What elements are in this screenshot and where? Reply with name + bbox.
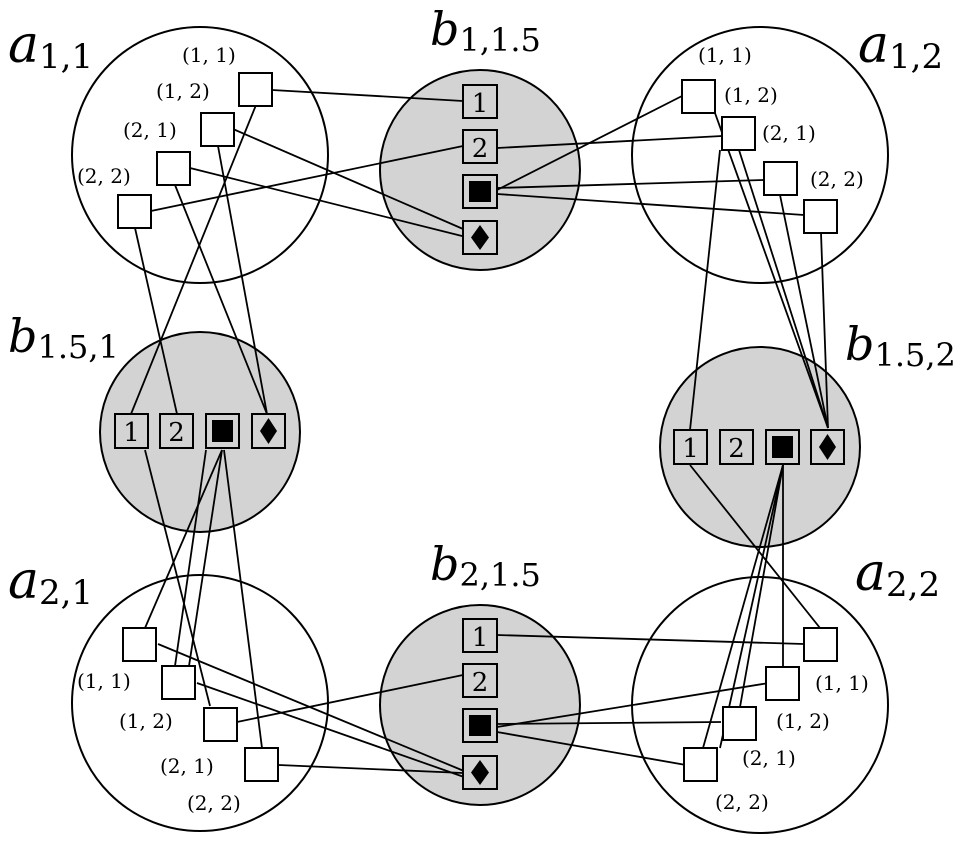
node-label-b-1-15: b1,1.5 <box>430 2 541 59</box>
node-label-b-15-1: b1.5,1 <box>8 309 119 366</box>
slot-box <box>114 413 149 449</box>
slot-box <box>462 84 498 119</box>
box-a11-21 <box>156 151 191 186</box>
box-a12-11 <box>681 79 716 114</box>
coord-labels-a12: (1, 1) (1, 2) (2, 1) (2, 2) <box>698 43 864 191</box>
filled-square-icon <box>469 715 491 736</box>
coord-label: (1, 2) <box>776 709 830 733</box>
slot-label-1: 1 <box>682 434 699 464</box>
filled-diamond-icon <box>471 225 489 250</box>
box-a12-22 <box>803 199 838 234</box>
node-label-a11: a1,1 <box>8 15 93 77</box>
box-a22-11 <box>803 627 838 662</box>
slot-label-1: 1 <box>472 89 489 119</box>
connection-lines <box>130 89 829 778</box>
box-a11-11 <box>238 72 273 107</box>
coord-labels-a22: (1, 1) (1, 2) (2, 1) (2, 2) <box>715 671 869 814</box>
slot-label-2: 2 <box>168 418 185 448</box>
boxes-a22 <box>683 627 838 782</box>
coord-label: (1, 2) <box>724 83 778 107</box>
coord-label: (2, 1) <box>160 754 214 778</box>
coord-label: (2, 2) <box>77 164 131 188</box>
boxes-a12 <box>681 79 838 234</box>
box-a21-11 <box>122 627 157 662</box>
box-a12-12 <box>721 116 756 151</box>
circle-b-2-15 <box>379 604 581 806</box>
box-a11-12 <box>200 112 235 147</box>
filled-square-icon <box>772 436 793 458</box>
slot-label-2: 2 <box>728 434 745 464</box>
boxes-a21 <box>122 627 279 782</box>
circle-a12 <box>631 26 889 284</box>
box-a22-12 <box>765 666 800 701</box>
boxes-a11 <box>117 72 273 229</box>
filled-diamond-icon <box>819 434 836 460</box>
circle-b-15-1 <box>99 331 301 533</box>
slot-box <box>159 413 194 449</box>
coord-label: (1, 2) <box>156 79 210 103</box>
coord-label: (2, 2) <box>715 790 769 814</box>
slot-label-2: 2 <box>472 668 489 698</box>
box-a22-21 <box>722 706 757 741</box>
box-a21-21 <box>203 707 238 742</box>
filled-diamond-icon <box>260 418 277 444</box>
node-label-b-2-15: b2,1.5 <box>430 537 541 594</box>
filled-diamond-icon <box>471 760 489 785</box>
slot-label-1: 1 <box>123 418 140 448</box>
coord-label: (1, 1) <box>77 669 131 693</box>
slot-box <box>462 663 498 698</box>
slot-box <box>462 618 498 653</box>
coord-labels-a21: (1, 1) (1, 2) (2, 1) (2, 2) <box>77 669 241 815</box>
coord-label: (1, 1) <box>815 671 869 695</box>
box-a22-22 <box>683 747 718 782</box>
coord-label: (2, 1) <box>123 118 177 142</box>
box-a11-22 <box>117 194 152 229</box>
coord-label: (2, 2) <box>187 791 241 815</box>
coord-label: (2, 1) <box>742 746 796 770</box>
slots-b-15-1: 1 2 <box>114 413 286 449</box>
filled-square-icon <box>469 181 491 202</box>
coord-label: (2, 1) <box>762 121 816 145</box>
node-label-a22: a2,2 <box>855 543 940 605</box>
coord-labels-a11: (1, 1) (1, 2) (2, 1) (2, 2) <box>77 43 236 188</box>
slot-label-2: 2 <box>472 134 489 164</box>
coord-label: (1, 1) <box>698 43 752 67</box>
slot-label-1: 1 <box>472 623 489 653</box>
coord-label: (2, 2) <box>810 167 864 191</box>
node-label-a12: a1,2 <box>858 15 943 77</box>
slot-box <box>719 429 754 465</box>
circle-b-1-15 <box>379 69 581 271</box>
node-label-b-15-2: b1.5,2 <box>845 317 956 374</box>
slots-b-1-15: 1 2 <box>462 84 498 255</box>
box-a21-22 <box>244 747 279 782</box>
box-a21-12 <box>161 665 196 700</box>
filled-square-icon <box>212 420 233 442</box>
slots-b-2-15: 1 2 <box>462 618 498 790</box>
slot-box <box>673 429 708 465</box>
slot-box <box>462 129 498 164</box>
coord-label: (1, 2) <box>119 709 173 733</box>
coord-label: (1, 1) <box>182 43 236 67</box>
slots-b-15-2: 1 2 <box>673 429 845 465</box>
slot-box <box>462 174 498 209</box>
box-a12-21 <box>763 161 798 196</box>
node-label-a21: a2,1 <box>8 551 93 613</box>
